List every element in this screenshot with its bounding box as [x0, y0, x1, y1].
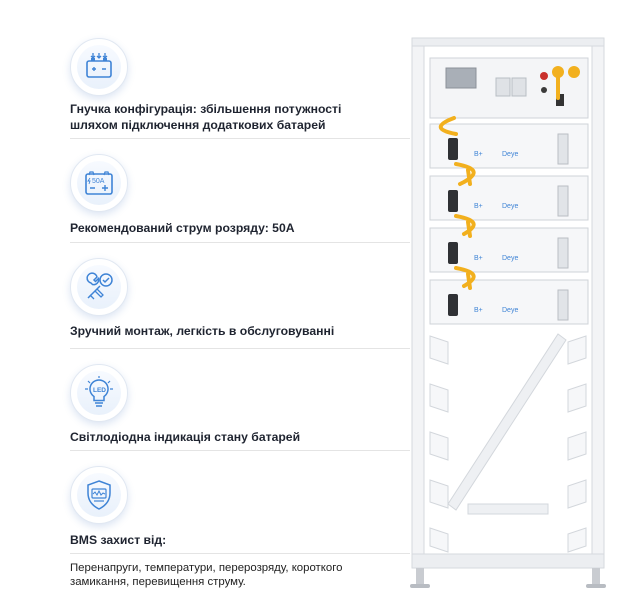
divider — [70, 242, 410, 243]
bms-description: Перенапруги, температури, перерозряду, к… — [70, 562, 343, 588]
svg-text:Deye: Deye — [502, 307, 518, 314]
feature-bms-protection: BMS захист від: — [70, 466, 410, 556]
feature-title: Світлодіодна індикація стану батарей — [70, 430, 301, 444]
feature-title: BMS захист від: — [70, 533, 167, 547]
svg-text:B+: B+ — [474, 255, 483, 262]
icon-label-50a: 50A — [92, 178, 105, 185]
battery-50a-icon: 50A — [70, 154, 128, 212]
divider — [70, 450, 410, 451]
battery-expand-icon — [70, 38, 128, 96]
bms-shield-icon — [70, 466, 128, 524]
feature-easy-install: Зручний монтаж, легкість в обслуговуванн… — [70, 258, 410, 348]
battery-module: B+ Deye — [429, 123, 589, 169]
feature-discharge-current: 50A Рекомендований струм розряду: 50A — [70, 154, 410, 236]
divider — [70, 348, 410, 349]
tools-check-icon — [70, 258, 128, 316]
divider — [70, 138, 410, 139]
svg-text:B+: B+ — [474, 151, 483, 158]
battery-module: B+ Deye — [429, 227, 589, 273]
svg-text:B+: B+ — [474, 307, 483, 314]
feature-flexible-config: Гнучка конфігурація: збільшення потужнос… — [70, 38, 410, 138]
feature-led-indication: LED Світлодіодна індикація стану батарей — [70, 364, 410, 454]
svg-text:Deye: Deye — [502, 255, 518, 262]
divider — [70, 553, 410, 554]
led-bulb-icon: LED — [70, 364, 128, 422]
battery-rack-image: B+ Deye B+ Deye B+ Deye B+ Deye — [408, 34, 608, 594]
svg-text:B+: B+ — [474, 203, 483, 210]
feature-title: Рекомендований струм розряду: 50A — [70, 221, 295, 235]
svg-text:Deye: Deye — [502, 151, 518, 158]
feature-title: Зручний монтаж, легкість в обслуговуванн… — [70, 324, 335, 338]
icon-label-led: LED — [93, 387, 106, 394]
battery-module: B+ Deye — [429, 279, 589, 325]
feature-title: Гнучка конфігурація: збільшення потужнос… — [70, 102, 342, 132]
svg-text:Deye: Deye — [502, 203, 518, 210]
battery-module: B+ Deye — [429, 175, 589, 221]
